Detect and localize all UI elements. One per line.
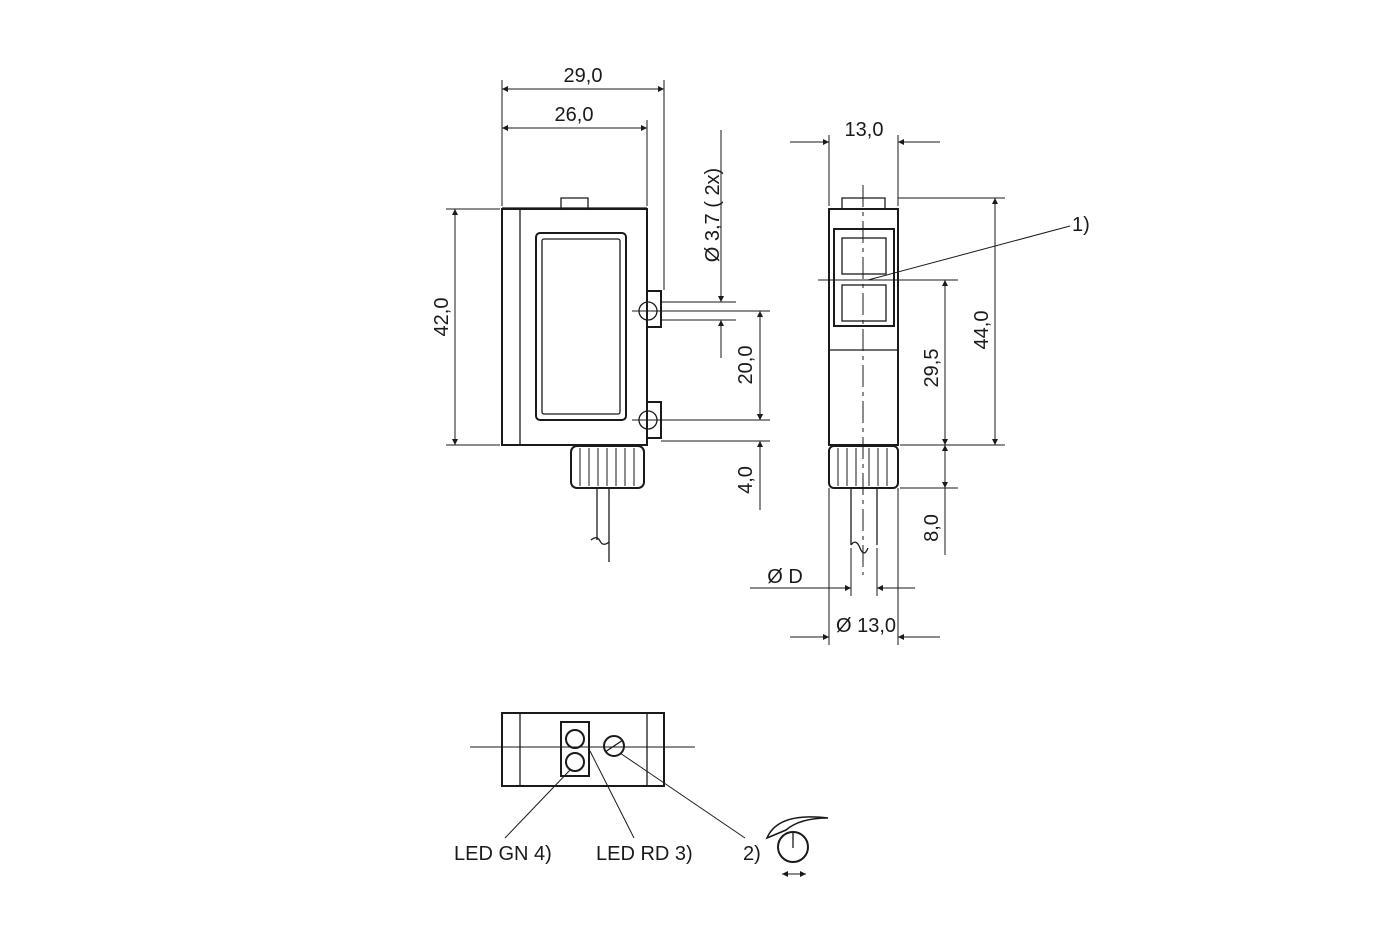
dim-offset: 4,0: [735, 466, 757, 494]
led-red-label: LED RD 3): [596, 843, 693, 865]
adjustment-knob-icon: [765, 816, 829, 877]
dim-hole-spacing: 20,0: [735, 346, 757, 385]
front-view: 29,0 26,0 42,0 Ø 3,7 ( 2x) 20,0 4,0: [431, 65, 770, 562]
dim-cable-diameter: Ø D: [767, 566, 803, 588]
note-1-label: 1): [1072, 214, 1090, 236]
dim-connector-length: 8,0: [921, 514, 943, 542]
dim-width-outer: 29,0: [564, 65, 603, 87]
led-green-label: LED GN 4): [454, 843, 552, 865]
led-red-icon: [565, 752, 585, 772]
dim-hole-diameter: Ø 3,7 ( 2x): [702, 168, 724, 262]
potentiometer-icon: [603, 735, 625, 757]
dim-side-width: 13,0: [845, 119, 884, 141]
dim-height: 42,0: [431, 298, 453, 337]
dim-width-inner: 26,0: [555, 104, 594, 126]
dim-optical-axis: 29,5: [921, 349, 943, 388]
top-view: LED GN 4) LED RD 3) 2): [454, 712, 829, 877]
note-2-label: 2): [743, 843, 761, 865]
dim-connector-diameter: Ø 13,0: [836, 615, 896, 637]
dim-side-height: 44,0: [971, 311, 993, 350]
side-view: 13,0 44,0 29,5 8,0 Ø D Ø 13,0 1): [750, 119, 1090, 645]
led-green-icon: [565, 729, 585, 749]
